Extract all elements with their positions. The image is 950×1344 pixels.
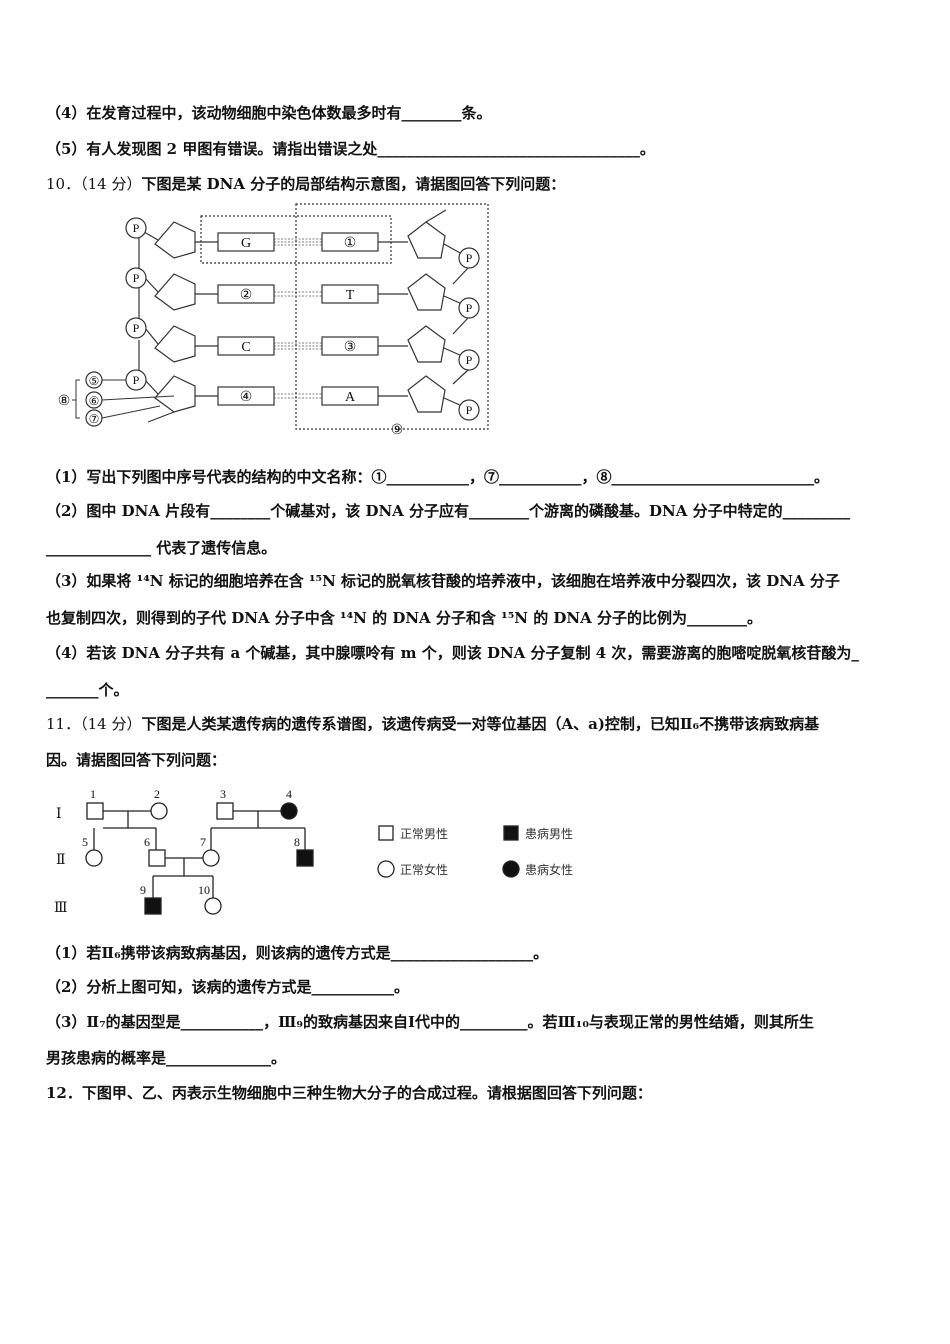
base-label-right-3: ③	[344, 340, 357, 355]
q9-part5: （5）有人发现图 2 甲图有错误。请指出错误之处________________…	[46, 140, 655, 158]
q11-part3-line2: 男孩患病的概率是______________。	[46, 1049, 287, 1067]
individual-I2	[150, 802, 168, 820]
label-8: ⑧	[58, 394, 71, 409]
q10-part3-line1: （3）如果将 ¹⁴N 标记的细胞培养在含 ¹⁵N 标记的脱氧核苷酸的培养液中，该…	[46, 572, 840, 590]
individual-number-3: 3	[220, 787, 226, 801]
individual-number-7: 7	[200, 835, 206, 849]
base-label-right-2: T	[346, 288, 355, 303]
q11-number: 11．（14 分）	[46, 715, 142, 733]
individual-I1	[86, 802, 104, 820]
base-label-right-1: ①	[344, 236, 357, 251]
individual-number-6: 6	[144, 835, 150, 849]
phosphate-label: P	[466, 403, 473, 417]
q10-part1: （1）写出下列图中序号代表的结构的中文名称：①___________，⑦____…	[46, 468, 829, 486]
base-box-right-4	[321, 386, 379, 406]
base-box-right-2	[321, 284, 379, 304]
q11-heading-text: 下图是人类某遗传病的遗传系谱图，该遗传病受一对等位基因（A、a)控制，已知Ⅱ₆不…	[141, 715, 820, 733]
phosphate-right-2	[458, 297, 480, 319]
phosphate-label: P	[133, 221, 140, 235]
label-5: ⑤	[89, 374, 100, 388]
phosphate-left-3	[125, 317, 147, 339]
q10-part4-line1: （4）若该 DNA 分子共有 a 个碱基，其中腺嘌呤有 m 个，则该 DNA 分…	[46, 644, 859, 662]
sugar-left-2	[154, 273, 196, 311]
generation-label-2: Ⅱ	[56, 853, 66, 868]
base-label-left-2: ②	[240, 288, 253, 303]
q12-heading: 12．下图甲、乙、丙表示生物细胞中三种生物大分子的合成过程。请根据图回答下列问题…	[46, 1084, 652, 1102]
legend-normal-female-icon	[377, 860, 395, 878]
label-9: ⑨	[391, 423, 404, 438]
individual-II8	[296, 849, 314, 867]
q11-heading: 11．（14 分）下图是人类某遗传病的遗传系谱图，该遗传病受一对等位基因（A、a…	[46, 713, 819, 734]
individual-II6	[148, 849, 166, 867]
dna-structure-diagram: P P P P P P P P G ② C ④ ① T ③ A ⑤ ⑥ ⑦ ⑧ …	[58, 203, 489, 438]
brace-8	[75, 379, 80, 419]
individual-II5	[85, 849, 103, 867]
phosphate-right-1	[458, 247, 480, 269]
q10-part3-line2: 也复制四次，则得到的子代 DNA 分子中含 ¹⁴N 的 DNA 分子和含 ¹⁵N…	[46, 609, 762, 627]
q11-part1: （1）若Ⅱ₆携带该病致病基因，则该病的遗传方式是________________…	[46, 944, 549, 962]
individual-number-8: 8	[294, 835, 300, 849]
sugar-left-4	[154, 375, 196, 413]
phosphate-label: P	[466, 301, 473, 315]
individual-number-2: 2	[154, 787, 160, 801]
legend-affected-female-icon	[502, 860, 520, 878]
phosphate-label: P	[466, 251, 473, 265]
dashed-box-base-pair	[200, 215, 392, 264]
legend-affected-male: 患病男性	[525, 826, 573, 841]
individual-II7	[202, 849, 220, 867]
q10-number: 10．（14 分）	[46, 175, 142, 193]
base-box-left-2	[217, 284, 275, 304]
legend-normal-female: 正常女性	[400, 862, 448, 877]
legend-affected-female: 患病女性	[525, 862, 573, 877]
individual-III10	[204, 897, 222, 915]
base-label-left-1: G	[241, 236, 251, 251]
dashed-box-9	[295, 203, 489, 430]
q10-part2-line2: ______________ 代表了遗传信息。	[46, 539, 277, 557]
base-box-right-1	[321, 232, 379, 252]
phosphate-label: P	[133, 271, 140, 285]
sugar-left-3	[154, 325, 196, 363]
individual-I3	[216, 802, 234, 820]
q10-heading-text: 下图是某 DNA 分子的局部结构示意图，请据图回答下列问题：	[141, 175, 566, 193]
sugar-left-1	[154, 221, 196, 259]
phosphate-label: P	[466, 353, 473, 367]
base-label-left-4: ④	[240, 390, 253, 405]
individual-number-5: 5	[82, 835, 88, 849]
base-box-right-3	[321, 336, 379, 356]
q11-part3-line1: （3）Ⅱ₇的基因型是___________，Ⅲ₉的致病基因来自Ⅰ代中的_____…	[46, 1013, 814, 1031]
phosphate-left-2	[125, 267, 147, 289]
legend-normal-male-icon	[378, 825, 394, 841]
base-label-left-3: C	[241, 340, 250, 355]
individual-III9	[144, 897, 162, 915]
phosphate-label: P	[133, 321, 140, 335]
legend-affected-male-icon	[503, 825, 519, 841]
q9-part4: （4）在发育过程中，该动物细胞中染色体数最多时有________条。	[46, 104, 492, 122]
q11-part2: （2）分析上图可知，该病的遗传方式是___________。	[46, 978, 409, 996]
legend-normal-male: 正常男性	[400, 827, 448, 841]
q10-part2-line1: （2）图中 DNA 片段有________个碱基对，该 DNA 分子应有____…	[46, 502, 851, 520]
individual-number-9: 9	[140, 883, 146, 897]
sugar-right-2	[407, 273, 446, 311]
pedigree-chart: Ⅰ Ⅱ Ⅲ 1 2 3 4 5 6 7 8	[54, 787, 573, 916]
q10-heading: 10．（14 分）下图是某 DNA 分子的局部结构示意图，请据图回答下列问题：	[46, 173, 565, 194]
generation-label-3: Ⅲ	[54, 901, 68, 916]
base-box-left-4	[217, 386, 275, 406]
q10-part4-line2: _______个。	[46, 681, 129, 699]
individual-number-4: 4	[286, 787, 292, 801]
phosphate-label: P	[133, 373, 140, 387]
phosphate-right-4	[458, 399, 480, 421]
individual-I4	[280, 802, 298, 820]
phosphate-right-3	[458, 349, 480, 371]
individual-number-10: 10	[198, 883, 210, 897]
sugar-right-4	[407, 375, 446, 413]
label-6: ⑥	[89, 394, 100, 408]
sugar-right-3	[407, 325, 446, 363]
q11-heading-cont: 因。请据图回答下列问题：	[46, 751, 227, 769]
base-label-right-4: A	[345, 390, 356, 405]
label-7: ⑦	[89, 412, 100, 426]
individual-number-1: 1	[90, 787, 96, 801]
sugar-right-1	[407, 221, 446, 259]
phosphate-left-1	[125, 217, 147, 239]
generation-label-1: Ⅰ	[56, 807, 62, 822]
